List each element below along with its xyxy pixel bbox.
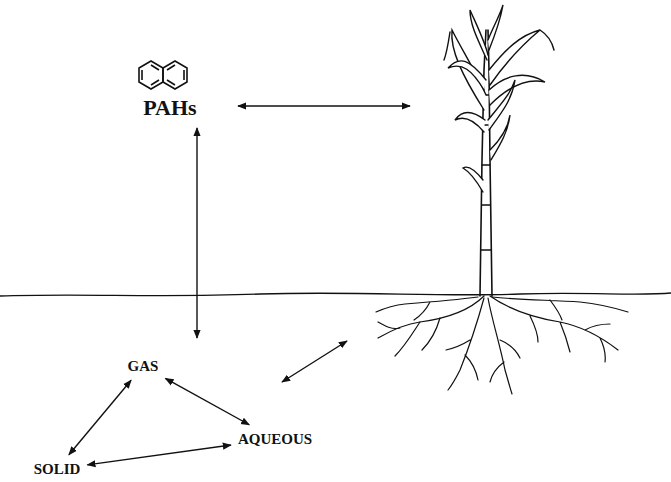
phase-label: AQUEOUS — [236, 430, 314, 449]
naphthalene-structure — [139, 61, 187, 89]
label-text: GAS — [128, 358, 159, 375]
label-text: AQUEOUS — [238, 431, 312, 448]
phase-label: GAS — [126, 357, 161, 376]
ground-line — [0, 293, 671, 296]
exchange-arrow — [238, 105, 410, 106]
exchange-arrow — [282, 341, 347, 382]
exchange-arrow — [87, 445, 231, 465]
root-system — [376, 296, 628, 394]
phase-label: SOLID — [32, 460, 83, 479]
plant-illustration — [444, 5, 554, 296]
label-text: SOLID — [34, 461, 81, 478]
exchange-arrow — [165, 378, 249, 424]
label-text: PAHs — [143, 96, 196, 120]
exchange-arrow — [69, 380, 131, 455]
compound-label: PAHs — [141, 95, 198, 121]
exchange-arrow — [196, 128, 197, 338]
